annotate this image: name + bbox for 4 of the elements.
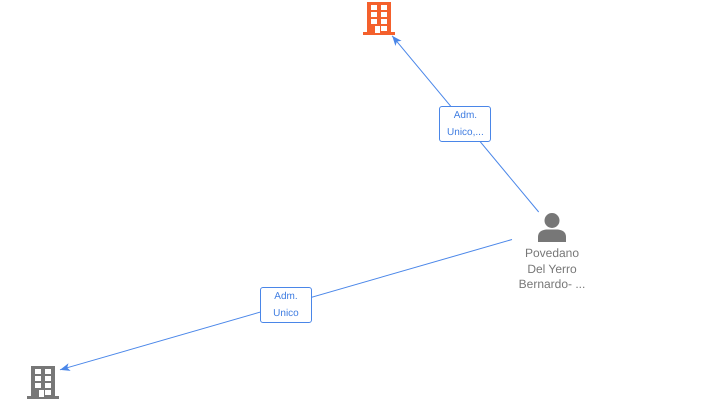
person-name: Povedano Del Yerro Bernardo- ... xyxy=(518,246,586,292)
arrow xyxy=(59,239,512,371)
edge-label: Adm. Unico xyxy=(260,286,312,323)
edge-label: Adm. Unico,... xyxy=(439,106,492,142)
